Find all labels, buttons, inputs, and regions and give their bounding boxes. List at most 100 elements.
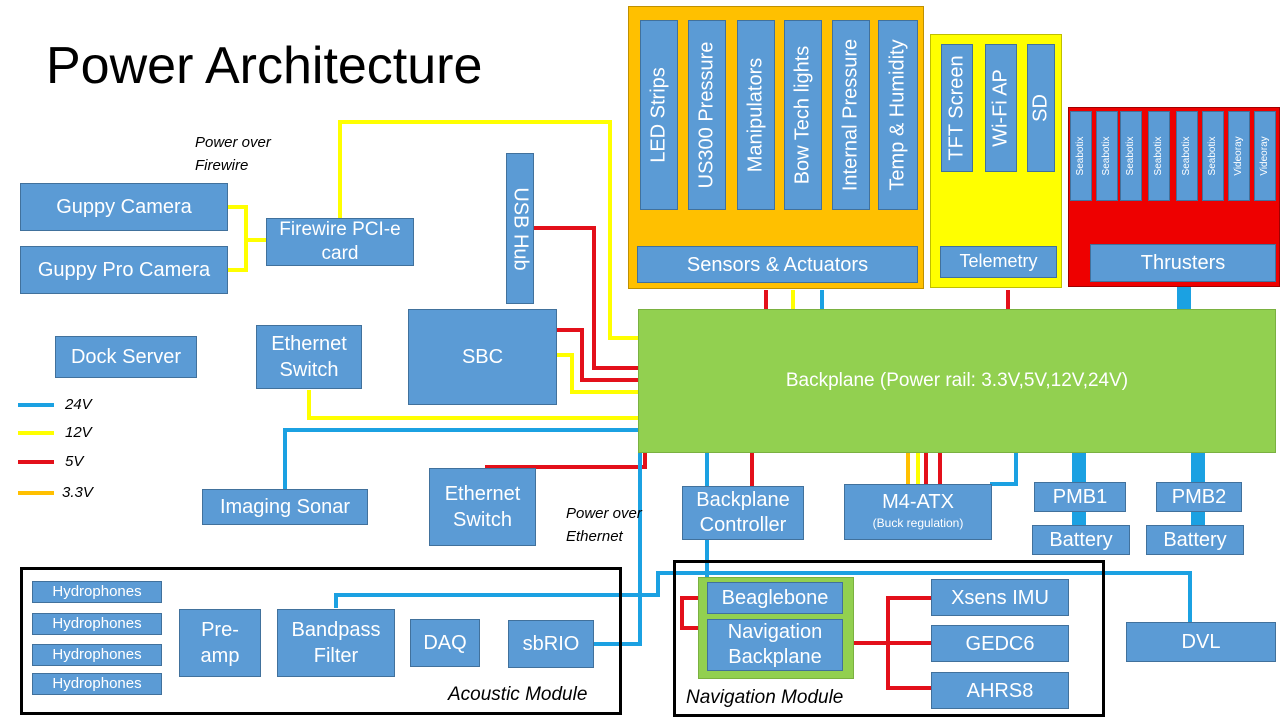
pmb1-box: PMB1	[1034, 482, 1126, 512]
thruster-label: Videoray	[1258, 136, 1270, 176]
firewire-card-box: Firewire PCI-e card	[266, 218, 414, 266]
hydrophones-box: Hydrophones	[32, 613, 162, 635]
thruster-label: Seabotix	[1180, 136, 1192, 176]
sensor-bow-tech-lights: Bow Tech lights	[784, 20, 822, 210]
sbrio-box: sbRIO	[508, 620, 594, 668]
imaging-sonar-box: Imaging Sonar	[202, 489, 368, 525]
thruster-label: Seabotix	[1152, 136, 1164, 176]
battery2-box: Battery	[1146, 525, 1244, 555]
m4-atx-sublabel: (Buck regulation)	[872, 516, 964, 530]
note-power-over-ethernet: Power over Ethernet	[566, 505, 642, 545]
telemetry-label: Wi-Fi AP	[989, 69, 1012, 147]
dvl-box: DVL	[1126, 622, 1276, 662]
telemetry-label: TFT Screen	[945, 55, 968, 161]
navigation-module-label: Navigation Module	[686, 687, 844, 708]
thruster-seabotix-2: Seabotix	[1096, 111, 1118, 201]
sensor-label: US300 Pressure	[695, 41, 718, 189]
ethernet-switch-bottom-box: Ethernet Switch	[429, 468, 536, 546]
sensor-label: Manipulators	[744, 57, 767, 173]
dock-server-box: Dock Server	[55, 336, 197, 378]
sensor-label: Temp & Humidity	[886, 39, 909, 191]
hydrophones-box: Hydrophones	[32, 581, 162, 603]
sensor-label: LED Strips	[647, 67, 670, 163]
wire-5v-nav3	[886, 643, 932, 690]
thruster-seabotix-4: Seabotix	[1148, 111, 1170, 201]
wire-5v-ethswitch	[485, 452, 647, 469]
legend-label-24v: 24V	[65, 396, 92, 413]
ahrs8-box: AHRS8	[931, 672, 1069, 709]
thruster-label: Seabotix	[1100, 136, 1112, 176]
xsens-imu-box: Xsens IMU	[931, 579, 1069, 616]
legend-swatch-3v3	[18, 491, 54, 495]
sensor-manipulators: Manipulators	[737, 20, 775, 210]
m4-atx-label: M4-ATX	[882, 491, 954, 513]
preamp-box: Pre-amp	[179, 609, 261, 677]
guppy-pro-camera-box: Guppy Pro Camera	[20, 246, 228, 294]
legend-swatch-12v	[18, 431, 54, 435]
wire-5v-sbc	[557, 328, 640, 382]
wire-12v-firewire	[338, 120, 640, 340]
telemetry-wifi-ap: Wi-Fi AP	[985, 44, 1017, 172]
legend-swatch-24v	[18, 403, 54, 407]
wire-5v-nav	[842, 596, 932, 645]
ethernet-switch-top-box: Ethernet Switch	[256, 325, 362, 389]
wire-12v-ethswitch	[307, 390, 640, 420]
telemetry-box: Telemetry	[940, 246, 1057, 278]
battery1-box: Battery	[1032, 525, 1130, 555]
navigation-backplane-box: Navigation Backplane	[707, 619, 843, 671]
gedc6-box: GEDC6	[931, 625, 1069, 662]
sensor-led-strips: LED Strips	[640, 20, 678, 210]
legend-label-3v3: 3.3V	[62, 484, 93, 501]
telemetry-sd: SD	[1027, 44, 1055, 172]
thruster-label: Seabotix	[1206, 136, 1218, 176]
wire-5v-beagle	[680, 596, 710, 630]
sensor-label: Internal Pressure	[839, 38, 862, 192]
page-title: Power Architecture	[46, 37, 483, 95]
thruster-seabotix-1: Seabotix	[1070, 111, 1092, 201]
thruster-videoray-1: Videoray	[1228, 111, 1250, 201]
wire-24v-bandpass	[334, 571, 1192, 622]
legend-swatch-5v	[18, 460, 54, 464]
thruster-label: Videoray	[1232, 136, 1244, 176]
sbc-box: SBC	[408, 309, 557, 405]
thruster-videoray-2: Videoray	[1254, 111, 1276, 201]
sensor-temp-humidity: Temp & Humidity	[878, 20, 918, 210]
daq-box: DAQ	[410, 619, 480, 667]
backplane-box: Backplane (Power rail: 3.3V,5V,12V,24V)	[638, 309, 1276, 453]
wire-24v-m4	[990, 452, 1018, 486]
thruster-seabotix-6: Seabotix	[1202, 111, 1224, 201]
acoustic-module-label: Acoustic Module	[448, 684, 588, 705]
legend-label-12v: 12V	[65, 424, 92, 441]
guppy-camera-box: Guppy Camera	[20, 183, 228, 231]
telemetry-label: SD	[1029, 94, 1052, 122]
wire-12v-sbc	[557, 353, 640, 394]
navigation-module-frame	[673, 560, 1105, 717]
sensor-internal-pressure: Internal Pressure	[832, 20, 870, 210]
wire-24v-sbrio	[594, 430, 642, 646]
wire-12v-guppy	[228, 205, 248, 272]
thruster-label: Seabotix	[1124, 136, 1136, 176]
bandpass-filter-box: Bandpass Filter	[277, 609, 395, 677]
usb-hub-box: USB Hub	[506, 153, 534, 304]
sensors-actuators-box: Sensors & Actuators	[637, 246, 918, 283]
note-power-over-firewire: Power over Firewire	[195, 134, 271, 174]
telemetry-tft-screen: TFT Screen	[941, 44, 973, 172]
pmb2-box: PMB2	[1156, 482, 1242, 512]
thruster-seabotix-5: Seabotix	[1176, 111, 1198, 201]
wire-5v-usb	[532, 226, 640, 370]
backplane-controller-box: Backplane Controller	[682, 486, 804, 540]
acoustic-module-frame	[20, 567, 622, 715]
thrusters-box: Thrusters	[1090, 244, 1276, 282]
usb-hub-label: USB Hub	[509, 186, 532, 271]
thruster-label: Seabotix	[1074, 136, 1086, 176]
thruster-seabotix-3: Seabotix	[1120, 111, 1142, 201]
sensor-label: Bow Tech lights	[791, 45, 814, 185]
wire-24v-sonar	[283, 428, 640, 490]
m4-atx-box: M4-ATX (Buck regulation)	[844, 484, 992, 540]
hydrophones-box: Hydrophones	[32, 673, 162, 695]
hydrophones-box: Hydrophones	[32, 644, 162, 666]
sensor-us300-pressure: US300 Pressure	[688, 20, 726, 210]
legend-label-5v: 5V	[65, 453, 84, 470]
beaglebone-box: Beaglebone	[707, 582, 843, 614]
